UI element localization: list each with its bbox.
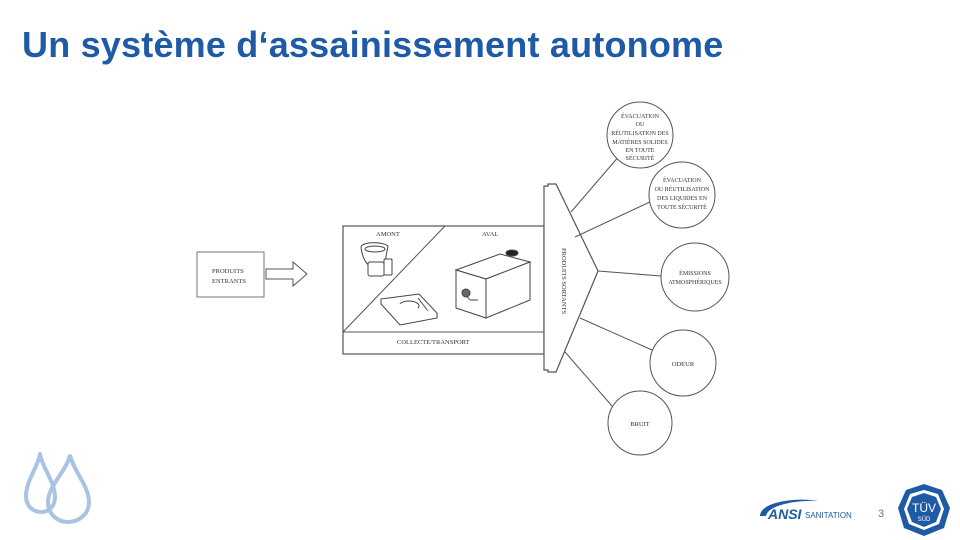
downstream-label: AVAL [482, 231, 498, 238]
output-solids-line-3: RÉUTILISATION DES [611, 129, 669, 137]
treatment-tank-icon [454, 249, 532, 319]
squat-toilet-icon [379, 293, 438, 326]
output-solids-line-2: OU [636, 122, 645, 128]
output-odor: ODEUR [649, 329, 717, 397]
output-arrow [543, 183, 599, 373]
collection-label: COLLECTE/TRANSPORT [397, 339, 470, 346]
output-connectors [564, 154, 662, 407]
inputs-label-line-2: ENTRANTS [212, 278, 246, 285]
output-liquids-line-1: ÉVACUATION [663, 176, 702, 184]
output-emissions: ÉMISSIONS ATMOSPHÉRIQUES [660, 242, 730, 312]
output-solids-line-4: MATIÈRES SOLIDES [612, 138, 668, 146]
output-emissions-line-2: ATMOSPHÉRIQUES [668, 278, 721, 286]
output-noise: BRUIT [607, 390, 673, 456]
page-number: 3 [878, 508, 885, 520]
input-arrow [265, 260, 308, 288]
tuv-logo-top: TÜV [912, 501, 936, 515]
output-solids-line-1: ÉVACUATION [621, 112, 660, 120]
pedestal-toilet-icon [360, 242, 393, 277]
inputs-block: PRODUITS ENTRANTS [196, 251, 265, 298]
ansi-sanitation-logo: ANSI SANITATION [760, 499, 852, 522]
output-emissions-line-1: ÉMISSIONS [679, 269, 711, 277]
ansi-logo-subtext: SANITATION [805, 511, 852, 520]
output-solids-line-6: SÉCURITÉ [626, 154, 655, 162]
upstream-label: AMONT [376, 231, 400, 238]
ansi-logo-text: ANSI [767, 506, 803, 522]
inputs-label-line-1: PRODUITS [212, 268, 244, 275]
output-liquids-line-4: TOUTE SÉCURITÉ [657, 203, 707, 211]
output-liquids-line-2: OU RÉUTILISATION [655, 185, 710, 193]
water-drops-icon [23, 452, 92, 525]
output-odor-line-1: ODEUR [672, 361, 695, 368]
output-noise-line-1: BRUIT [630, 421, 650, 428]
output-liquids: ÉVACUATION OU RÉUTILISATION DES LIQUIDES… [648, 161, 716, 229]
page-title: Un système d‘assainissement autonome [22, 24, 724, 65]
outputs-label: PRODUITS SORTANTS [560, 248, 567, 314]
output-solids-line-5: EN TOUTE [626, 148, 655, 154]
output-solids: ÉVACUATION OU RÉUTILISATION DES MATIÈRES… [606, 101, 674, 169]
tuv-logo-bottom: SÜD [918, 516, 931, 523]
tuv-sud-logo: TÜV SÜD [898, 484, 950, 536]
output-liquids-line-3: DES LIQUIDES EN [657, 196, 708, 202]
